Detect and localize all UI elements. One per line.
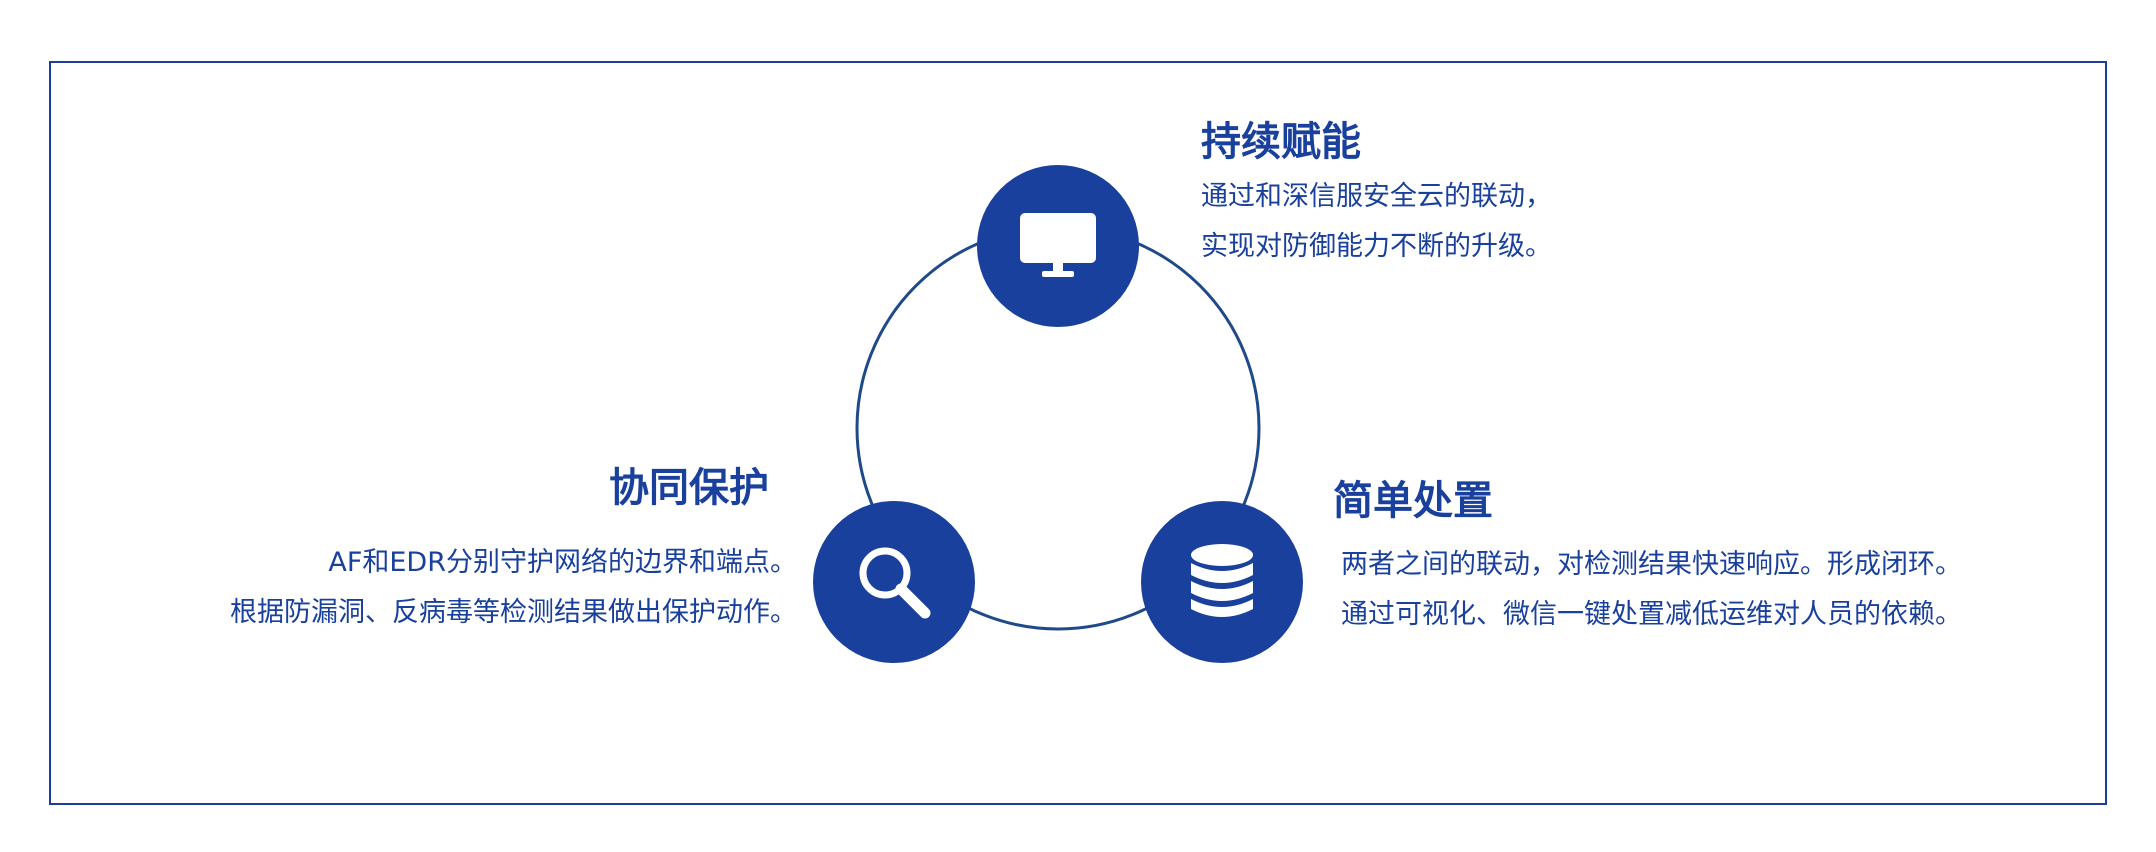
desc-collaborative-protection: AF和EDR分别守护网络的边界和端点。 根据防漏洞、反病毒等检测结果做出保护动作… xyxy=(230,538,797,638)
node-continuous-empowerment xyxy=(977,165,1139,327)
search-icon xyxy=(857,545,931,619)
title-collaborative-protection: 协同保护 xyxy=(609,465,769,511)
desc-line: 通过和深信服安全云的联动， xyxy=(1201,181,1552,212)
monitor-icon xyxy=(1020,213,1096,279)
desc-line: 两者之间的联动，对检测结果快速响应。形成闭环。 xyxy=(1341,549,1962,580)
desc-line: 根据防漏洞、反病毒等检测结果做出保护动作。 xyxy=(230,597,797,628)
node-simple-handling xyxy=(1141,501,1303,663)
title-continuous-empowerment: 持续赋能 xyxy=(1201,119,1361,165)
node-collaborative-protection xyxy=(813,501,975,663)
title-simple-handling: 简单处置 xyxy=(1333,478,1493,524)
diagram-frame xyxy=(49,61,2107,805)
desc-continuous-empowerment: 通过和深信服安全云的联动， 实现对防御能力不断的升级。 xyxy=(1201,172,1552,272)
desc-line: AF和EDR分别守护网络的边界和端点。 xyxy=(328,547,797,578)
database-icon xyxy=(1190,543,1254,621)
desc-simple-handling: 两者之间的联动，对检测结果快速响应。形成闭环。 通过可视化、微信一键处置减低运维… xyxy=(1341,540,1962,640)
desc-line: 通过可视化、微信一键处置减低运维对人员的依赖。 xyxy=(1341,599,1962,630)
desc-line: 实现对防御能力不断的升级。 xyxy=(1201,231,1552,262)
